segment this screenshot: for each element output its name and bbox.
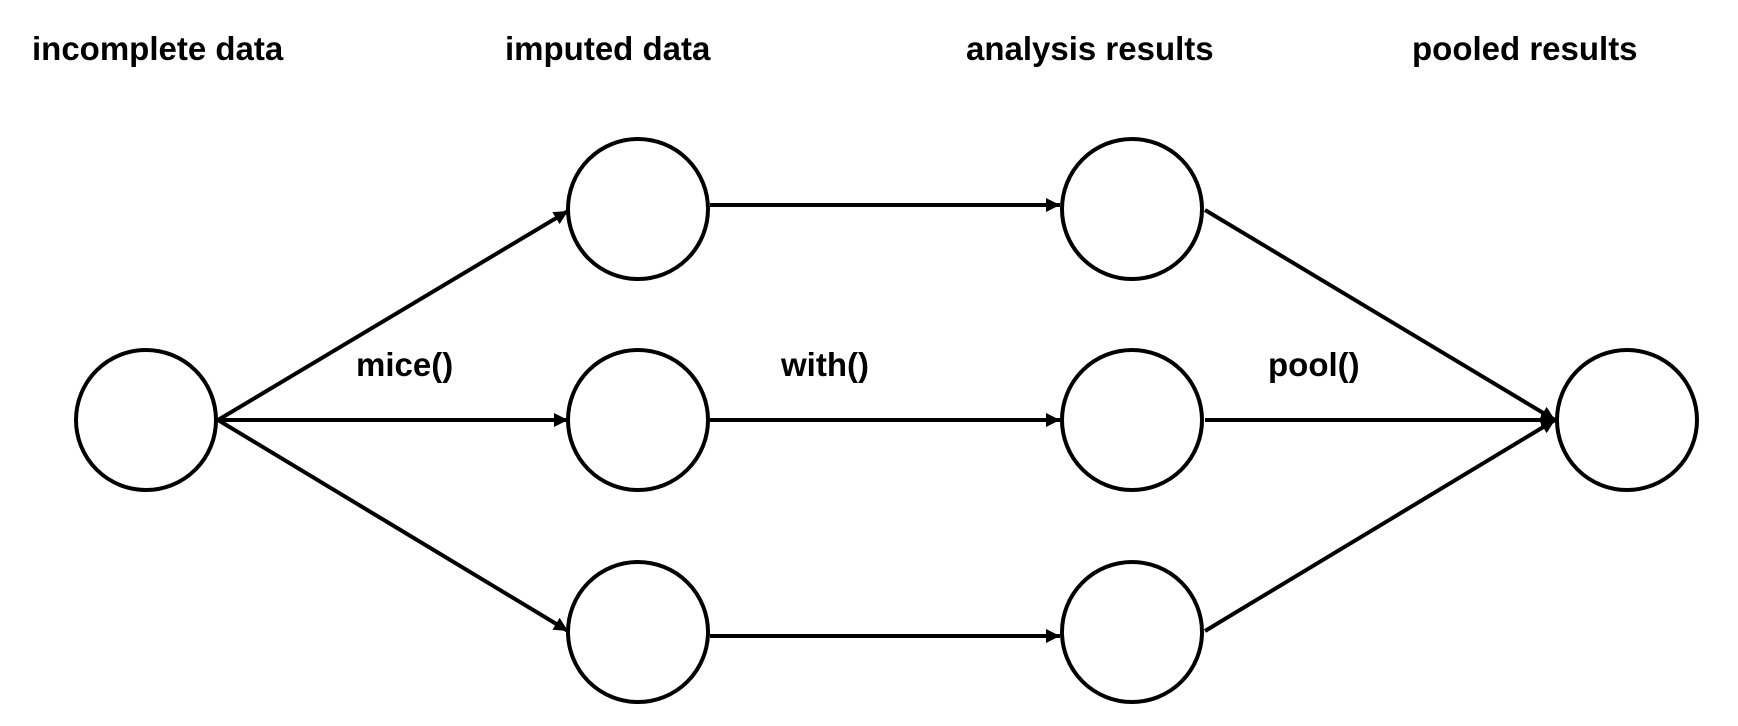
arrow-mice-to-imputed-1 xyxy=(216,209,570,422)
node-analysis-result-2 xyxy=(1060,348,1204,492)
header-pooled-results: pooled results xyxy=(1412,30,1638,67)
node-imputed-data-3 xyxy=(566,560,710,704)
step-label-with: with() xyxy=(781,346,869,383)
node-imputed-data-2 xyxy=(566,348,710,492)
arrow-mice-to-imputed-3 xyxy=(216,418,570,633)
header-incomplete-data: incomplete data xyxy=(32,30,284,67)
node-analysis-result-3 xyxy=(1060,560,1204,704)
arrow-pool-1 xyxy=(1203,208,1557,422)
arrow-pool-3 xyxy=(1203,418,1557,633)
node-imputed-data-1 xyxy=(566,137,710,281)
node-analysis-result-1 xyxy=(1060,137,1204,281)
node-incomplete-data xyxy=(74,348,218,492)
step-label-mice: mice() xyxy=(356,346,454,383)
header-analysis-results: analysis results xyxy=(966,30,1214,67)
node-pooled-results xyxy=(1555,348,1699,492)
header-imputed-data: imputed data xyxy=(505,30,711,67)
step-label-pool: pool() xyxy=(1268,346,1360,383)
